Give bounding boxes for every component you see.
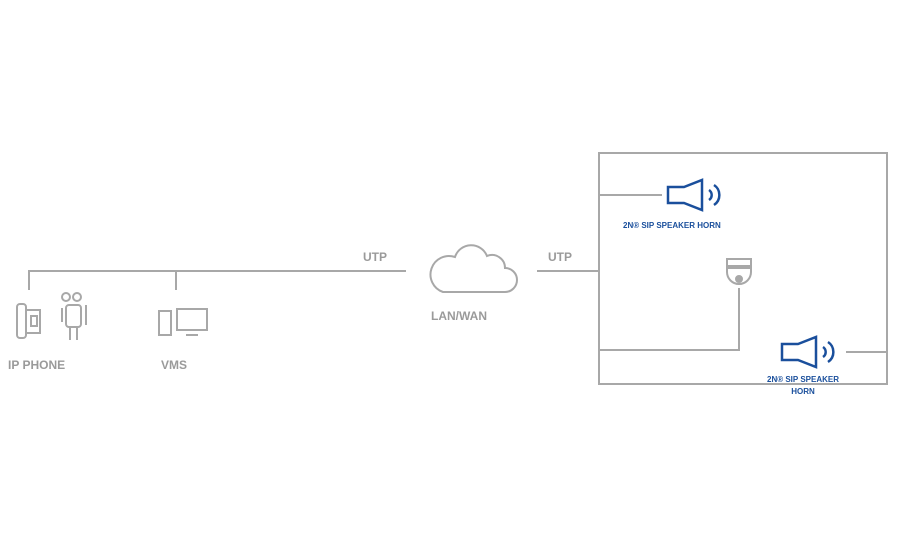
dome-camera-icon [726,258,752,285]
ip-phone-icon [16,303,41,339]
horn-top-label: 2N® SIP SPEAKER HORN [623,221,721,230]
left-bus-line [28,270,406,290]
connection-lines [28,152,888,385]
speaker-horn-icon [780,335,835,369]
vms-icon [158,308,208,336]
person-icon [61,292,87,340]
site-outline [598,152,888,385]
ip-phone-label: IP PHONE [8,358,65,372]
utp-left-label: UTP [363,250,387,264]
utp-right-label: UTP [548,250,572,264]
speaker-horn-icon [666,178,721,212]
vms-label: VMS [161,358,187,372]
horn-bottom-label-line1: 2N® SIP SPEAKER [767,375,839,384]
camera-link [599,288,740,351]
horn-bottom-label-line2: HORN [791,387,815,396]
cloud-icon [429,244,518,293]
lan-wan-label: LAN/WAN [431,309,487,323]
